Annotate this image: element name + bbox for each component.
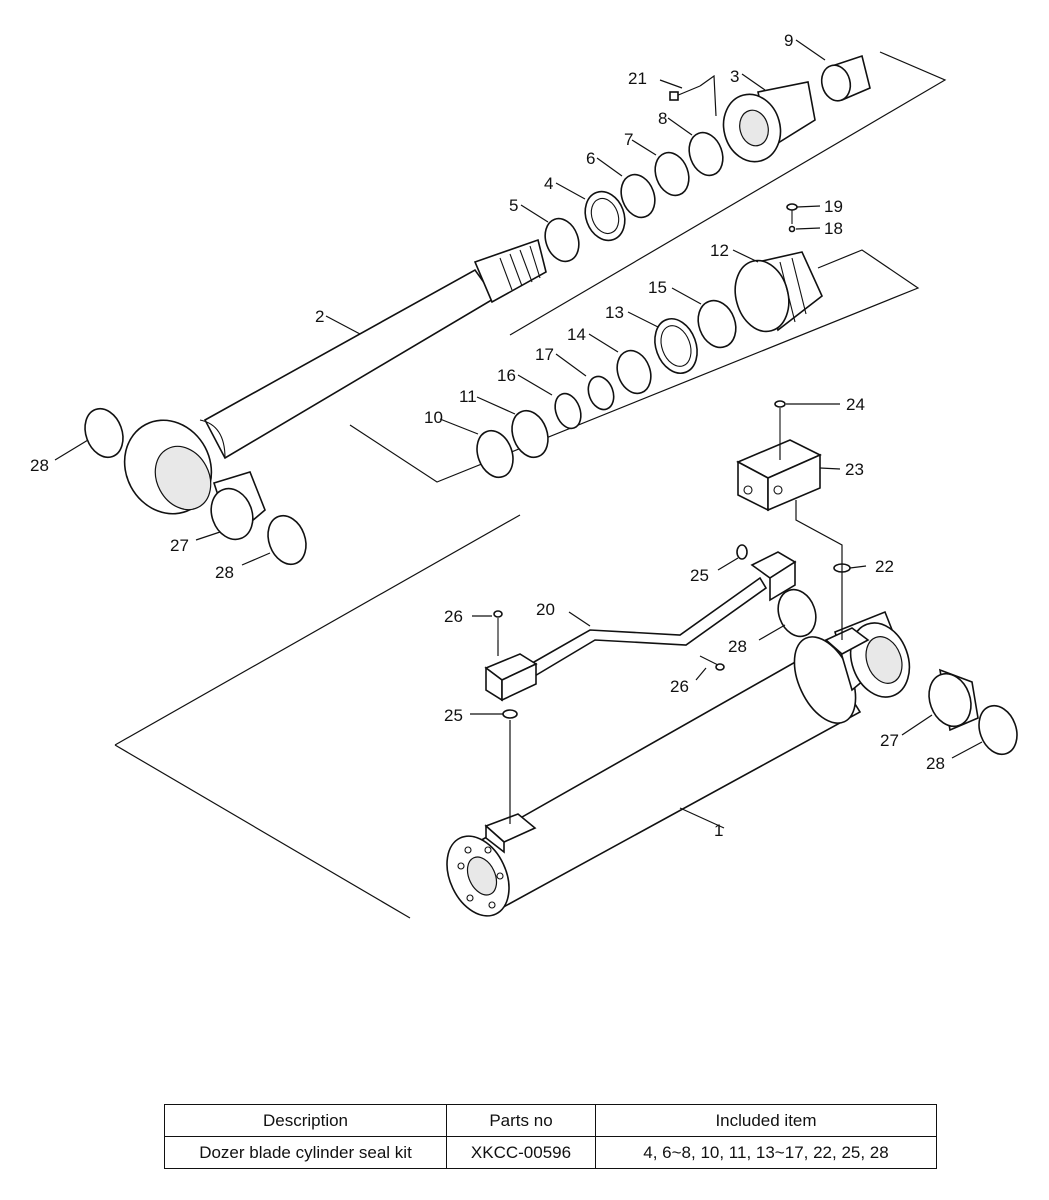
label-part-17: 17 [535,345,554,364]
part-27-bushing-upper [210,471,266,541]
label-part-19: 19 [824,197,843,216]
cell-description: Dozer blade cylinder seal kit [164,1136,447,1169]
part-18-ball [788,225,796,233]
part-25-oring-lower [502,709,518,719]
label-part-26-left: 26 [444,607,463,626]
part-26-bolt-right [699,655,725,671]
seal-kit-table: Description Parts no Included item Dozer… [164,1104,937,1169]
part-12-piston [734,251,823,333]
label-part-28-upper-left: 28 [30,456,49,475]
label-part-25-lower: 25 [444,706,463,725]
label-part-18: 18 [824,219,843,238]
part-21-guide-line [699,74,717,117]
part-9-bushing [820,54,871,102]
part-3-rod-gland [722,81,816,163]
label-part-9: 9 [784,31,793,50]
label-part-25-upper: 25 [690,566,709,585]
label-part-10: 10 [424,408,443,427]
part-24-bolt [774,400,786,445]
label-part-28-lower-mid: 28 [728,637,747,656]
header-description: Description [164,1104,447,1137]
label-part-16: 16 [497,366,516,385]
label-part-28-lower-right: 28 [926,754,945,773]
part-17-ring [587,375,615,411]
part-28-ring-lower-mid [777,588,817,638]
label-part-24: 24 [846,395,865,414]
part-10-ring [476,429,514,479]
label-part-8: 8 [658,109,667,128]
table-row: Dozer blade cylinder seal kit XKCC-00596… [164,1136,937,1169]
cell-included-item: 4, 6~8, 10, 11, 13~17, 22, 25, 28 [595,1136,937,1169]
part-23-valve-block [736,439,822,512]
label-part-22: 22 [875,557,894,576]
part-1-cylinder-tube [446,610,911,917]
label-part-26-right: 26 [670,677,689,696]
guide-line-22 [795,500,843,640]
label-part-7: 7 [624,130,633,149]
part-7-ring [654,151,690,197]
part-20-pipe [484,551,797,702]
part-21-bolt [669,85,701,101]
label-part-2: 2 [315,307,324,326]
label-part-3: 3 [730,67,739,86]
part-28-ring-upper-right [267,514,307,566]
base-projection-outline [114,744,411,919]
upper-projection-outline [509,51,947,336]
part-4-seal [584,190,626,242]
label-part-1: 1 [714,821,723,840]
part-number-labels: 1 2 3 4 5 6 7 8 9 10 11 12 13 14 15 16 1… [30,31,945,840]
label-part-6: 6 [586,149,595,168]
label-part-27-lower: 27 [880,731,899,750]
middle-projection-outline [349,249,920,483]
label-part-15: 15 [648,278,667,297]
exploded-parts-diagram: 1 2 3 4 5 6 7 8 9 10 11 12 13 14 15 16 1… [30,31,1018,919]
label-part-13: 13 [605,303,624,322]
part-26-bolt-left [493,610,503,640]
part-11-ring [511,409,549,459]
leader-lines [54,39,983,829]
part-8-ring [688,131,724,177]
part-6-ring [620,173,656,219]
header-parts-no: Parts no [446,1104,596,1137]
label-part-14: 14 [567,325,586,344]
part-19-screw [786,203,798,224]
header-included-item: Included item [595,1104,937,1137]
part-13-seal [654,318,698,374]
table-header-row: Description Parts no Included item [164,1104,937,1137]
part-25-oring-upper [736,544,748,560]
label-part-23: 23 [845,460,864,479]
part-4-seal-inner [590,197,620,235]
label-part-20: 20 [536,600,555,619]
part-14-ring [616,349,652,395]
part-27-bushing-lower [928,668,979,732]
label-part-11: 11 [459,387,477,406]
cell-parts-no: XKCC-00596 [446,1136,596,1169]
label-part-27-upper: 27 [170,536,189,555]
part-15-ring [697,299,737,349]
lower-projection-outline [114,514,521,746]
part-2-piston-rod [123,238,547,515]
label-part-21: 21 [628,69,647,88]
part-16-ring [554,392,582,430]
label-part-28-upper-right: 28 [215,563,234,582]
label-part-4: 4 [544,174,553,193]
part-28-ring-upper-left [84,407,124,459]
part-5-ring [544,217,580,263]
label-part-5: 5 [509,196,518,215]
part-13-seal-inner [660,325,692,367]
part-28-ring-lower-right [978,704,1018,756]
label-part-12: 12 [710,241,729,260]
